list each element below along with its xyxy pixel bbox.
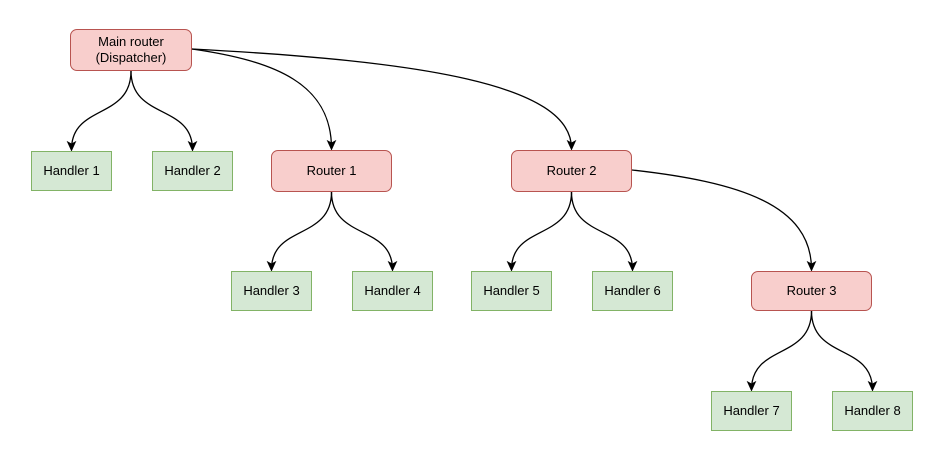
node-label: Handler 2 <box>164 162 221 178</box>
node-label: Router 2 <box>546 162 597 178</box>
node-label: Handler 7 <box>723 402 780 418</box>
edge-router-2-to-handler-5 <box>506 191 573 272</box>
node-handler-4[interactable]: Handler 4 <box>352 271 433 311</box>
node-label: Router 1 <box>306 162 357 178</box>
node-label: Router 3 <box>786 282 837 298</box>
node-label: Handler 1 <box>43 162 100 178</box>
node-handler-5[interactable]: Handler 5 <box>471 271 552 311</box>
edges-group <box>66 48 878 392</box>
edge-main-router-to-handler-1 <box>66 70 132 152</box>
edge-main-router-to-router-1 <box>191 48 337 151</box>
node-handler-3[interactable]: Handler 3 <box>231 271 312 311</box>
edge-router-2-to-router-3 <box>631 169 817 272</box>
node-label: Handler 5 <box>483 282 540 298</box>
edge-router-1-to-handler-3 <box>266 191 333 272</box>
node-handler-2[interactable]: Handler 2 <box>152 151 233 191</box>
node-handler-6[interactable]: Handler 6 <box>592 271 673 311</box>
node-label: Handler 3 <box>243 282 300 298</box>
node-router-1[interactable]: Router 1 <box>271 150 392 192</box>
node-router-2[interactable]: Router 2 <box>511 150 632 192</box>
node-handler-7[interactable]: Handler 7 <box>711 391 792 431</box>
node-handler-8[interactable]: Handler 8 <box>832 391 913 431</box>
node-label: Handler 8 <box>844 402 901 418</box>
node-label: Handler 6 <box>604 282 661 298</box>
node-label: Main router (Dispatcher) <box>95 33 167 65</box>
node-router-3[interactable]: Router 3 <box>751 271 872 311</box>
edge-main-router-to-router-2 <box>191 48 577 151</box>
edge-main-router-to-handler-2 <box>130 70 198 152</box>
edge-router-1-to-handler-4 <box>330 191 398 272</box>
edge-router-2-to-handler-6 <box>570 191 638 272</box>
node-label: Handler 4 <box>364 282 421 298</box>
edge-router-3-to-handler-7 <box>746 310 813 392</box>
node-main-router[interactable]: Main router (Dispatcher) <box>70 29 192 71</box>
node-handler-1[interactable]: Handler 1 <box>31 151 112 191</box>
edge-router-3-to-handler-8 <box>810 310 878 392</box>
